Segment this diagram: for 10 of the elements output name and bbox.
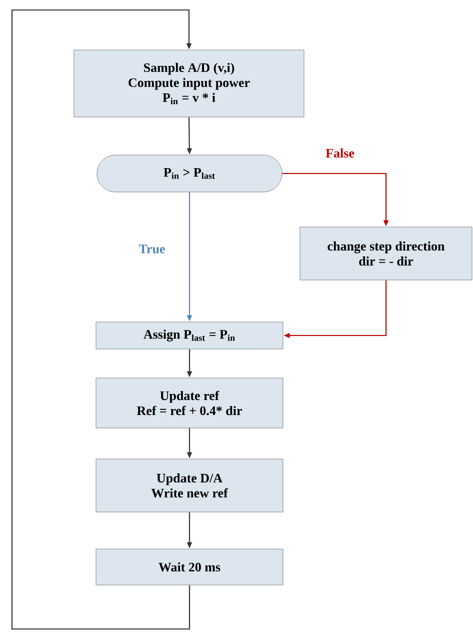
edge-label: True	[138, 244, 165, 254]
process-box: Wait 20 ms	[96, 548, 284, 586]
arrow	[11, 9, 192, 630]
edge-label: False	[326, 148, 354, 158]
process-box: Update D/A Write new ref	[96, 458, 284, 512]
process-box: Sample A/D (v,i) Compute input power P$_{in}$ = v * i	[74, 50, 304, 118]
process-box: change step direction dir = - dir	[300, 226, 472, 280]
decision-terminator: P$_{in}$ > P$_{last}$	[96, 154, 282, 192]
process-box: Assign P$_{last}$ = P$_{in}$	[96, 322, 284, 350]
process-box: Update ref Ref = ref + 0.4* dir	[96, 378, 284, 428]
